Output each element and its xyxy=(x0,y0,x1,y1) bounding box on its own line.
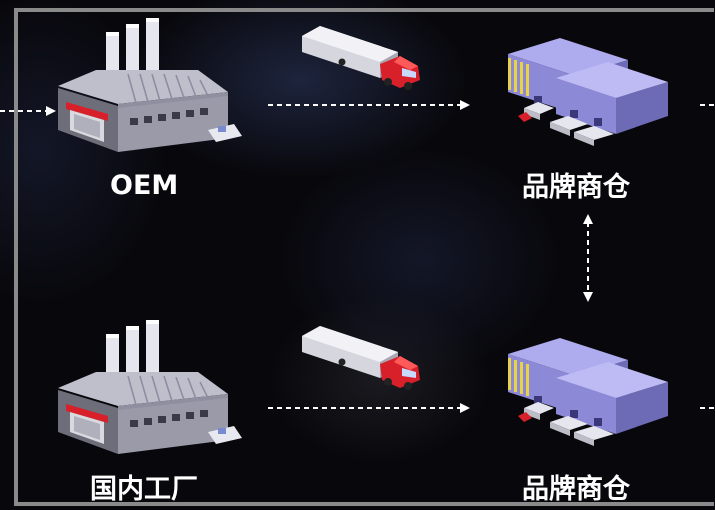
brand-warehouse-label-bottom: 品牌商仓 xyxy=(522,474,630,505)
brand-warehouse-label-top: 品牌商仓 xyxy=(522,172,630,203)
factory-icon xyxy=(57,17,243,153)
oem-label: OEM xyxy=(110,170,179,201)
truck-icon xyxy=(302,26,420,90)
domestic-factory-label: 国内工厂 xyxy=(90,474,198,505)
warehouse-icon xyxy=(508,338,668,446)
warehouse-icon xyxy=(508,38,668,146)
factory-icon xyxy=(57,319,243,455)
diagram-frame xyxy=(14,8,714,506)
truck-icon xyxy=(302,326,420,390)
